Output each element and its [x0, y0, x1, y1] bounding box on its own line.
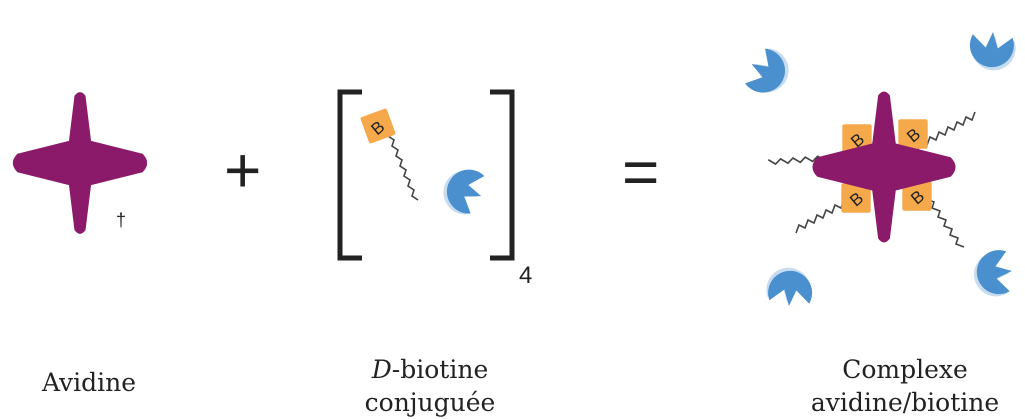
avidin-core — [812, 91, 956, 243]
linker-chain — [387, 135, 419, 201]
payload-protein — [437, 162, 489, 219]
label-conjugate-rest: -biotine — [391, 355, 489, 384]
payload-protein — [972, 249, 1015, 299]
label-complex-line2: avidine/biotine — [810, 388, 1000, 417]
label-avidin: Avidine — [24, 366, 154, 399]
label-complex-line1: Complexe — [842, 355, 968, 384]
equals-sign: = — [622, 136, 659, 208]
label-conjugate: D-biotine conjuguée — [350, 353, 510, 419]
label-complex: Complexe avidine/biotine — [795, 353, 1015, 419]
left-bracket — [337, 89, 362, 261]
payload-protein — [967, 30, 1017, 73]
label-avidin-text: Avidine — [41, 368, 137, 397]
stoichiometry-subscript: 4 — [519, 262, 532, 289]
payload-protein — [765, 265, 815, 308]
right-bracket — [490, 89, 515, 261]
biotin-conjugate: B — [360, 108, 489, 219]
payload-protein — [740, 43, 797, 103]
label-conjugate-line2: conjuguée — [364, 388, 496, 417]
label-conjugate-line1: D-biotine — [350, 353, 510, 386]
label-conjugate-italic: D — [371, 355, 392, 384]
plus-sign: + — [224, 134, 261, 206]
avidin-biotin-complex: B B B B — [740, 30, 1017, 308]
avidin-molecule — [12, 92, 148, 234]
dagger-mark: † — [116, 210, 126, 230]
